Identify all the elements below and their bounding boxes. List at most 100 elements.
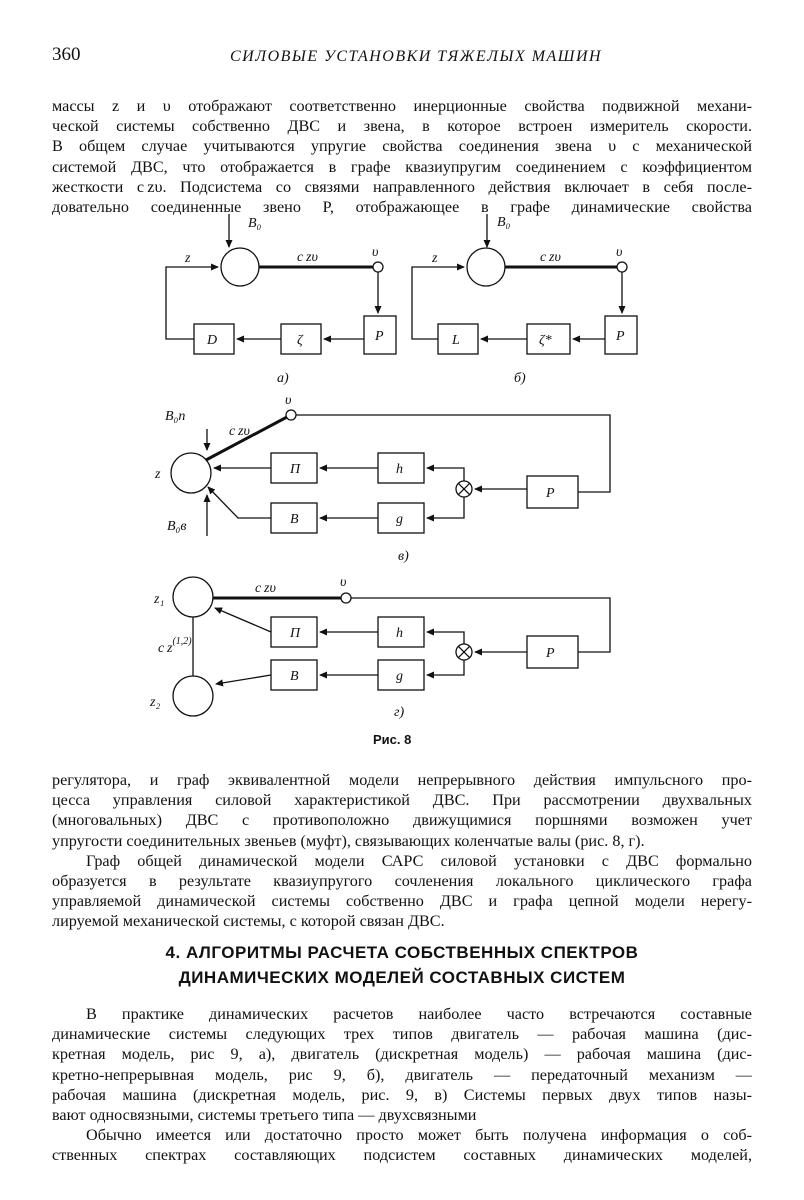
block-zeta-star (526, 323, 571, 355)
block-label-v: B (290, 669, 299, 684)
block-label-zeta-star: ζ* (539, 333, 552, 348)
text-line: цесса управления силовой характеристикой… (52, 791, 752, 810)
text-line: Обычно имеется или достаточно просто мож… (86, 1126, 752, 1145)
node-label-z: z (431, 251, 438, 266)
text-line: жесткости c zυ. Подсистема со связями на… (52, 177, 752, 196)
block-label-p: P (545, 486, 555, 501)
coupling-label: c z(1,2) (158, 636, 192, 656)
block-label-pi: П (289, 462, 301, 477)
mass-node-z (220, 247, 260, 287)
panel-label-d: г) (394, 705, 404, 720)
text-line: упругости соединительных звеньев (муфт),… (52, 831, 645, 850)
mass-node-z (466, 247, 506, 287)
input-label-top: B₀п (165, 409, 185, 424)
text-line: Граф общей динамической модели САРС сило… (86, 851, 752, 870)
panel-label-c: в) (398, 549, 409, 564)
node-label-v: υ (616, 245, 622, 260)
figure-caption: Рис. 8 (373, 732, 411, 747)
block-label-v: B (290, 512, 299, 527)
block-label-l: L (451, 333, 460, 348)
text-line: рабочая машина (дискретная модель, рис. … (52, 1085, 752, 1104)
text-line: В общем случае учитываются упругие свойс… (52, 137, 752, 156)
node-label-v: υ (285, 393, 291, 408)
page-header: 360 СИЛОВЫЕ УСТАНОВКИ ТЯЖЕЛЫХ МАШИН (52, 44, 752, 74)
block-label-p: P (374, 329, 384, 344)
diagram-panel-b (411, 214, 638, 355)
section-heading: 4. АЛГОРИТМЫ РАСЧЕТА СОБСТВЕННЫХ СПЕКТРО… (52, 940, 752, 990)
paragraph-3: В практике динамических расчетов наиболе… (52, 1004, 752, 1166)
block-label-zeta: ζ (297, 333, 304, 348)
text-line: (многовальных) ДВС с противоположно движ… (52, 811, 752, 830)
edge-label: c zυ (297, 250, 318, 265)
text-line: массы z и υ отображают соответственно ин… (52, 97, 752, 115)
block-label-g: g (396, 512, 403, 527)
block-v (270, 502, 318, 534)
text-line: динамические системы следующих трех типо… (52, 1025, 752, 1044)
node-v (285, 409, 297, 421)
paragraph-1: массы z и υ отображают соответственно ин… (52, 96, 752, 217)
block-l (437, 323, 479, 355)
edge-label: c zυ (540, 250, 561, 265)
node-label-z: z (184, 251, 191, 266)
running-title: СИЛОВЫЕ УСТАНОВКИ ТЯЖЕЛЫХ МАШИН (230, 48, 603, 65)
text-line: ственных спектрах составляющих подсистем… (52, 1146, 752, 1165)
paragraph-2: регулятора, и граф эквивалентной модели … (52, 770, 752, 932)
panel-label-b: б) (514, 371, 526, 386)
mass-node-z (170, 452, 212, 494)
block-label-p: P (615, 329, 625, 344)
node-v (372, 261, 384, 273)
text-line: кретно-непрерывная модель, рис 9, б), дв… (52, 1065, 752, 1084)
mass-node-z1 (172, 576, 214, 618)
block-label-pi: П (289, 626, 301, 641)
block-p (526, 635, 579, 669)
block-g (377, 502, 425, 534)
input-label: B₀ (248, 216, 262, 231)
block-p (363, 315, 397, 355)
block-p (526, 475, 579, 509)
node-label-v: υ (340, 575, 346, 590)
diagram-panel-a (165, 214, 397, 355)
block-label-h: h (396, 462, 403, 477)
node-label-z2: z₂ (149, 695, 160, 710)
text-line: вают односвязными, системы третьего типа… (52, 1106, 477, 1125)
edge-label: c zυ (255, 581, 276, 596)
text-line: управляемой динамической системы собстве… (52, 892, 752, 911)
block-p (604, 315, 638, 355)
block-label-g: g (396, 669, 403, 684)
node-v (340, 592, 352, 604)
text-line: лируемой механической системы, с которой… (52, 912, 445, 931)
block-label-d: D (206, 333, 217, 348)
block-zeta (280, 323, 322, 355)
page-number: 360 (52, 44, 81, 65)
text-line: регулятора, и граф эквивалентной модели … (52, 771, 752, 789)
block-label-p: P (545, 646, 555, 661)
block-h (377, 616, 425, 648)
text-line: кретная модель, рис 9, а), двигатель (ди… (52, 1045, 752, 1064)
panel-label-a: а) (277, 371, 289, 386)
node-label-z1: z₁ (153, 592, 164, 607)
node-label-z: z (154, 467, 161, 482)
text-line: ческой системы собственно ДВС и звена, в… (52, 117, 752, 136)
section-heading-line-1: 4. АЛГОРИТМЫ РАСЧЕТА СОБСТВЕННЫХ СПЕКТРО… (165, 943, 639, 962)
text-line: образуется в результате квазиупругого со… (52, 872, 752, 891)
diagram-panel-d (172, 576, 611, 717)
block-h (377, 452, 425, 484)
node-v (616, 261, 628, 273)
block-g (377, 659, 425, 691)
block-v (270, 659, 318, 691)
diagram-panel-c (170, 409, 611, 536)
text-line: довательно соединенные звено P, отобража… (52, 198, 752, 217)
block-d (193, 323, 235, 355)
text-line: системой ДВС, что отображается в графе к… (52, 157, 752, 176)
text-line: В практике динамических расчетов наиболе… (86, 1005, 752, 1023)
block-pi (270, 452, 318, 484)
input-label: B₀ (497, 215, 511, 230)
input-label-bottom: B₀в (167, 519, 187, 534)
edge-label: c zυ (229, 424, 250, 439)
section-heading-line-2: ДИНАМИЧЕСКИХ МОДЕЛЕЙ СОСТАВНЫХ СИСТЕМ (178, 968, 626, 987)
mass-node-z2 (172, 675, 214, 717)
node-label-v: υ (372, 245, 378, 260)
block-label-h: h (396, 626, 403, 641)
